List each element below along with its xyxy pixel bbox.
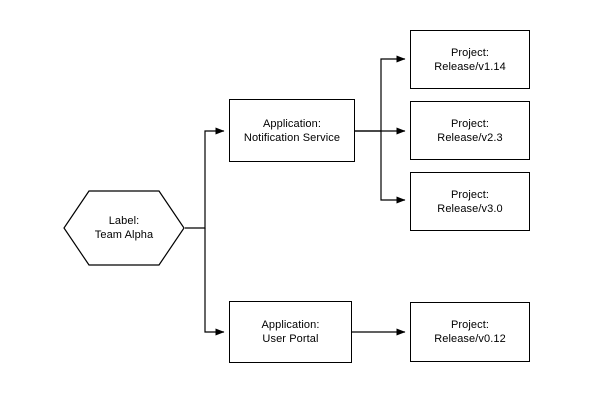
node-project-release-v0-12[interactable]: Project: Release/v0.12 xyxy=(410,302,530,362)
node-project-release-v0-12-label: Project: Release/v0.12 xyxy=(434,319,506,345)
edge-team-to-user-portal xyxy=(204,228,225,336)
node-app-notification-service[interactable]: Application: Notification Service xyxy=(229,99,355,162)
node-app-user-portal[interactable]: Application: User Portal xyxy=(229,301,352,363)
node-project-release-v3-0[interactable]: Project: Release/v3.0 xyxy=(410,172,530,231)
node-project-release-v2-3[interactable]: Project: Release/v2.3 xyxy=(410,101,530,160)
node-team-alpha-label: Label: Team Alpha xyxy=(94,215,154,241)
edge-team-to-notification xyxy=(185,127,225,229)
node-app-notification-service-label: Application: Notification Service xyxy=(243,117,341,144)
edge-notification-to-v3-0 xyxy=(380,131,406,204)
node-project-release-v1-14[interactable]: Project: Release/v1.14 xyxy=(410,30,530,89)
node-team-alpha[interactable]: Label: Team Alpha xyxy=(63,190,185,266)
node-project-release-v1-14-label: Project: Release/v1.14 xyxy=(434,46,506,73)
node-app-user-portal-label: Application: User Portal xyxy=(261,319,320,345)
node-project-release-v3-0-label: Project: Release/v3.0 xyxy=(437,188,503,215)
hexagon-shape xyxy=(63,190,185,266)
edge-notification-to-v1-14 xyxy=(355,55,406,132)
node-project-release-v2-3-label: Project: Release/v2.3 xyxy=(437,117,503,144)
